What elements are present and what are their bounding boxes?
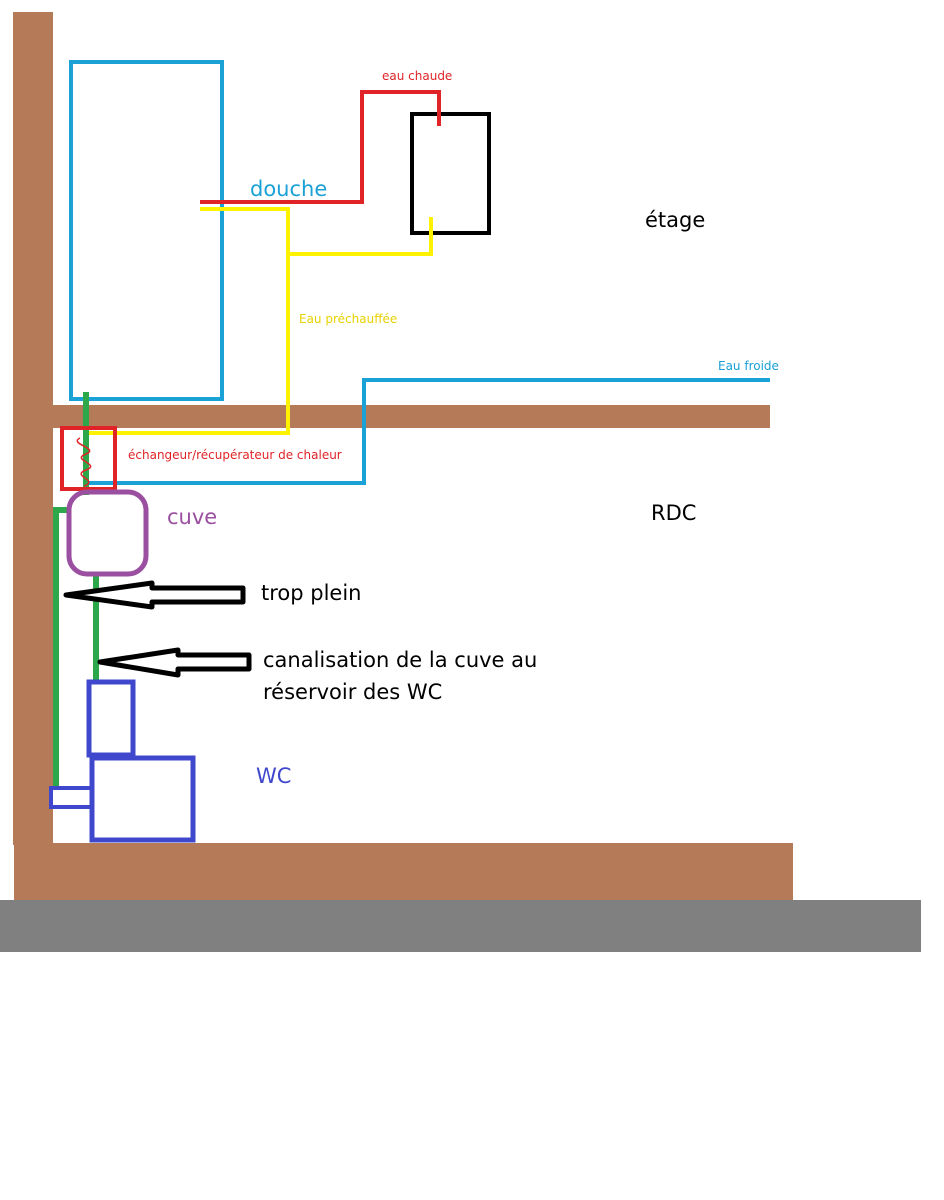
preheated-water-pipe — [84, 207, 290, 435]
wc-cistern — [86, 679, 136, 758]
tank — [66, 489, 149, 577]
label-eau-froide: Eau froide — [718, 359, 779, 373]
label-rdc: RDC — [651, 501, 696, 525]
label-eau-prechauffee: Eau préchauffée — [299, 312, 397, 326]
preheated-water-branch — [288, 217, 433, 256]
ground — [0, 900, 921, 952]
wc-outlet — [49, 786, 94, 809]
cold-water-pipe — [86, 378, 770, 485]
label-echangeur: échangeur/récupérateur de chaleur — [128, 448, 342, 462]
wc-bowl — [89, 755, 196, 843]
upper-floor-slab — [53, 405, 770, 428]
hot-water-pipe — [200, 90, 441, 204]
label-trop-plein: trop plein — [261, 581, 362, 605]
label-eau-chaude: eau chaude — [382, 69, 452, 83]
label-douche: douche — [250, 177, 327, 201]
shower-outline — [69, 60, 224, 401]
overflow-pipe — [53, 507, 68, 790]
heat-exchanger-coil — [76, 437, 92, 487]
label-canalisation-line1: canalisation de la cuve au — [263, 648, 537, 672]
label-cuve: cuve — [167, 505, 217, 529]
heat-exchanger — [60, 426, 117, 491]
water-heater — [410, 112, 491, 235]
label-wc: WC — [256, 764, 291, 788]
arrow-trop-plein — [63, 580, 246, 610]
arrow-canalisation — [97, 647, 252, 678]
left-wall — [13, 12, 53, 845]
label-etage: étage — [645, 208, 705, 232]
ground-floor-slab — [14, 843, 793, 901]
label-canalisation-line2: réservoir des WC — [263, 680, 442, 704]
